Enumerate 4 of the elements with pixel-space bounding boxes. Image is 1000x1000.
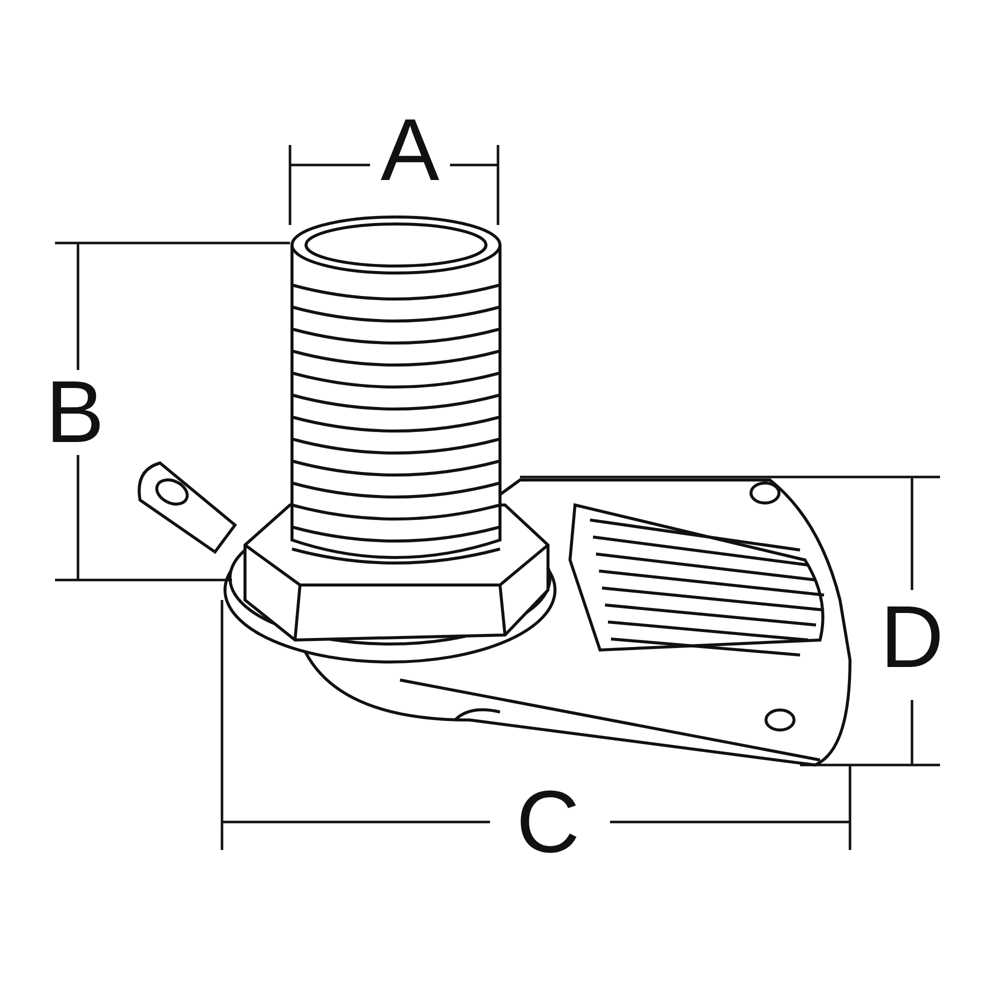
dimension-label: C [516,778,580,866]
dimension-label: D [880,593,944,681]
dimension-label: A [380,106,440,194]
dimension-label: B [46,368,104,456]
